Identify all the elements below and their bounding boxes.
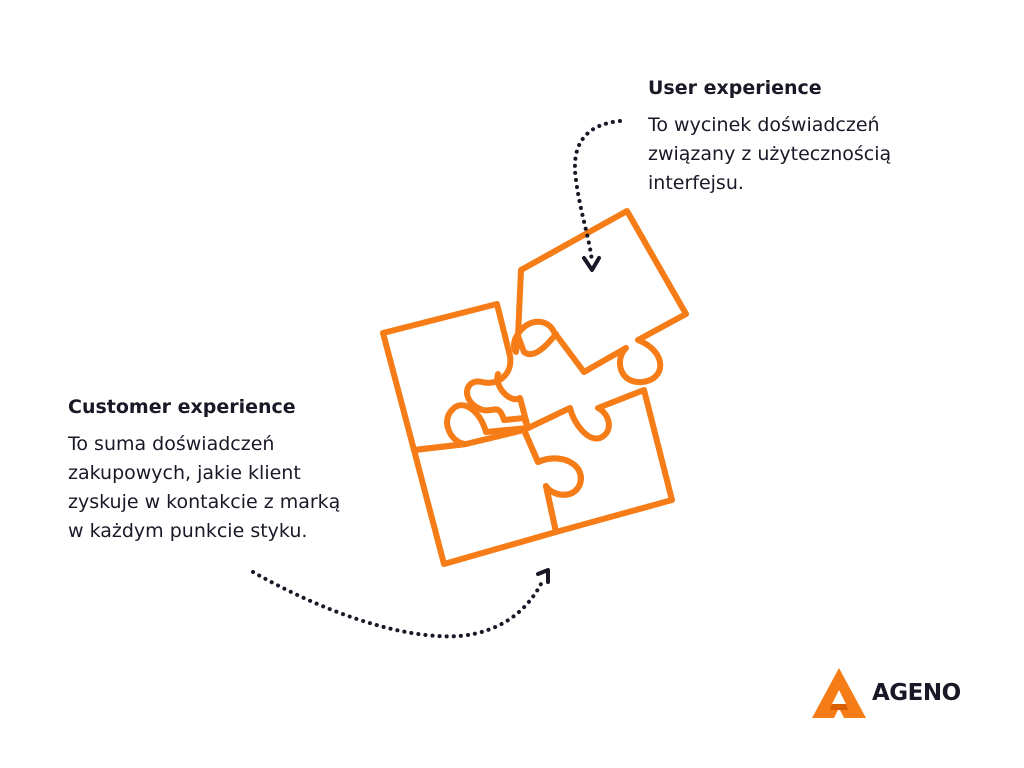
puzzle-piece-bottom-right bbox=[521, 387, 675, 535]
arrowhead-user-experience bbox=[582, 256, 601, 272]
arrow-user-experience bbox=[572, 119, 622, 264]
puzzle-piece-top-right bbox=[511, 208, 689, 386]
puzzle-piece-top-left bbox=[380, 301, 531, 453]
arrow-customer-experience bbox=[251, 570, 546, 639]
arrowhead-customer-experience bbox=[536, 568, 550, 584]
customer-experience-block: Customer experience To suma doświadczeń … bbox=[68, 394, 408, 546]
ageno-logo-icon bbox=[812, 668, 866, 718]
ageno-logo: AGENO bbox=[812, 668, 961, 718]
customer-experience-title: Customer experience bbox=[68, 396, 296, 418]
puzzle-inner-seam bbox=[494, 331, 559, 431]
ageno-logo-text: AGENO bbox=[872, 680, 961, 706]
user-experience-text: To wycinek doświadczeń związany z użytec… bbox=[648, 114, 892, 194]
user-experience-block: User experience To wycinek doświadczeń z… bbox=[648, 75, 968, 198]
user-experience-title: User experience bbox=[648, 77, 822, 99]
customer-experience-text: To suma doświadczeń zakupowych, jakie kl… bbox=[68, 433, 341, 542]
puzzle-piece-bottom-left bbox=[411, 427, 584, 567]
